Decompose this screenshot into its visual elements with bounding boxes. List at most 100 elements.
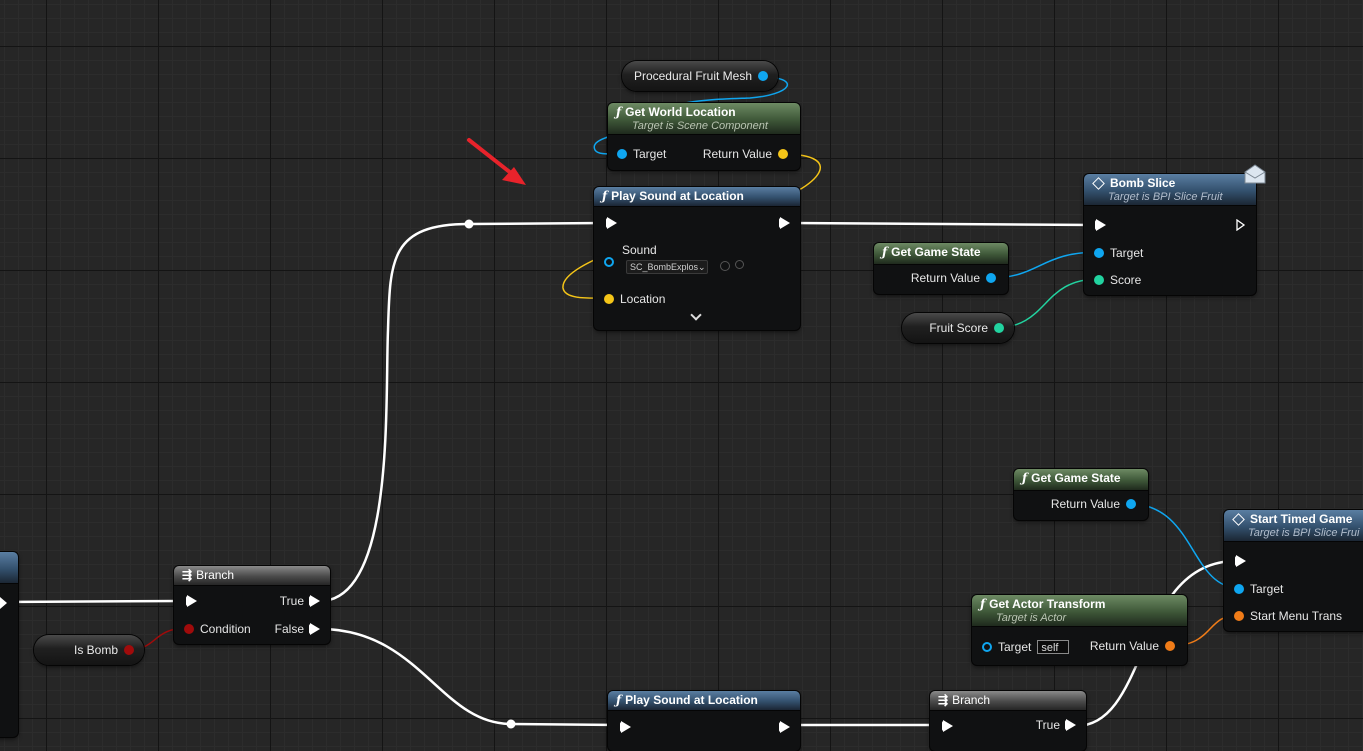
start-menu-trans-input-row[interactable]: Start Menu Trans [1234, 609, 1342, 623]
function-icon: ƒ [616, 105, 622, 119]
interface-event-icon [1092, 176, 1105, 190]
object-pin[interactable] [1126, 499, 1136, 509]
exec-in-pin[interactable] [606, 217, 617, 229]
node-title: Start Timed Game [1250, 512, 1353, 526]
search-icon[interactable] [735, 260, 744, 269]
target-input-row[interactable]: Target [1094, 246, 1143, 260]
exec-out-pin[interactable] [779, 217, 790, 229]
false-output-row[interactable]: False [275, 622, 320, 636]
pin-label: Return Value [910, 271, 980, 285]
float-pin[interactable] [1094, 275, 1104, 285]
pin-label: Target [1250, 582, 1284, 596]
offscreen-node[interactable] [0, 552, 18, 737]
sound-asset-dropdown[interactable]: SC_BombExplos ⌄ [626, 260, 708, 274]
exec-out-pin[interactable] [309, 623, 320, 635]
branch-node[interactable]: ⇶Branch True [930, 691, 1086, 751]
node-title: Get Game State [891, 245, 981, 259]
exec-out-pin[interactable] [0, 597, 7, 609]
dropdown-value: SC_BombExplos [630, 262, 699, 272]
sound-label-row: Sound [622, 243, 657, 257]
vector-pin[interactable] [778, 149, 788, 159]
annotation-arrow [467, 138, 526, 185]
condition-input-row[interactable]: Condition [184, 622, 251, 636]
return-value-row[interactable]: Return Value [1051, 497, 1136, 511]
exec-out-pin[interactable] [1065, 719, 1076, 731]
return-value-row[interactable]: Return Value [911, 271, 996, 285]
function-icon: ƒ [980, 597, 986, 611]
node-title: Play Sound at Location [625, 693, 758, 707]
offscreen-node-header [0, 552, 18, 584]
bomb-slice-node[interactable]: Bomb Slice Target is BPI Slice Fruit Tar… [1084, 174, 1256, 295]
pin-label: Target [633, 147, 667, 161]
is-bomb-node[interactable]: Is Bomb [34, 635, 144, 665]
object-pin[interactable] [1234, 584, 1244, 594]
target-input-row[interactable]: Target [1234, 582, 1283, 596]
pin-label: Condition [200, 622, 251, 636]
bool-pin[interactable] [124, 645, 134, 655]
expand-chevron-icon[interactable] [690, 309, 702, 321]
variable-label: Procedural Fruit Mesh [633, 69, 752, 83]
pin-label: Return Value [702, 147, 772, 161]
reroute-knot[interactable] [506, 719, 516, 729]
object-pin[interactable] [617, 149, 627, 159]
node-subtitle: Target is Actor [996, 612, 1067, 624]
exec-out-pin[interactable] [1236, 219, 1246, 231]
target-input-row[interactable]: Target [617, 147, 666, 161]
node-title: Play Sound at Location [611, 189, 744, 203]
exec-in-pin[interactable] [1235, 555, 1246, 567]
transform-pin[interactable] [1165, 641, 1175, 651]
exec-in-pin[interactable] [186, 595, 197, 607]
browse-back-icon[interactable] [720, 261, 730, 271]
object-pin[interactable] [982, 642, 992, 652]
target-input-row[interactable]: Target self [982, 640, 1070, 654]
exec-in-pin[interactable] [1095, 219, 1106, 231]
pin-label: Target [1110, 246, 1144, 260]
function-icon: ƒ [616, 693, 622, 707]
exec-in-pin[interactable] [620, 721, 631, 733]
pin-label: Score [1110, 273, 1142, 287]
true-output-row[interactable]: True [1036, 718, 1076, 732]
reroute-knot[interactable] [464, 219, 474, 229]
float-pin[interactable] [994, 323, 1004, 333]
location-input-row[interactable]: Location [604, 292, 665, 306]
variable-label: Fruit Score [929, 321, 988, 335]
exec-in-pin[interactable] [942, 720, 953, 732]
vector-pin[interactable] [604, 294, 614, 304]
self-field[interactable]: self [1037, 640, 1070, 654]
exec-out-pin[interactable] [779, 721, 790, 733]
fruit-score-node[interactable]: Fruit Score [902, 313, 1014, 343]
return-value-row[interactable]: Return Value [703, 147, 788, 161]
transform-pin[interactable] [1234, 611, 1244, 621]
pin-label: Sound [622, 243, 657, 257]
object-wire [1129, 503, 1240, 589]
return-value-row[interactable]: Return Value [1090, 639, 1175, 653]
pin-label: True [279, 594, 304, 608]
node-header: ⇶Branch [930, 691, 1086, 711]
procedural-fruit-mesh-node[interactable]: Procedural Fruit Mesh [622, 61, 778, 91]
bool-pin[interactable] [184, 624, 194, 634]
true-output-row[interactable]: True [280, 594, 320, 608]
object-pin[interactable] [986, 273, 996, 283]
object-pin[interactable] [1094, 248, 1104, 258]
branch-node[interactable]: ⇶Branch True Condition False [174, 566, 330, 644]
sound-pin[interactable] [604, 257, 614, 267]
object-pin[interactable] [758, 71, 768, 81]
function-icon: ƒ [602, 189, 608, 203]
start-timed-game-node[interactable]: Start Timed Game Target is BPI Slice Fru… [1224, 510, 1363, 631]
pin-label: Start Menu Trans [1250, 609, 1343, 623]
exec-wire [319, 627, 621, 727]
variable-label: Is Bomb [73, 643, 118, 657]
exec-out-pin[interactable] [309, 595, 320, 607]
branch-icon: ⇶ [938, 693, 949, 707]
node-subtitle: Target is BPI Slice Fruit [1108, 191, 1223, 203]
score-input-row[interactable]: Score [1094, 273, 1141, 287]
